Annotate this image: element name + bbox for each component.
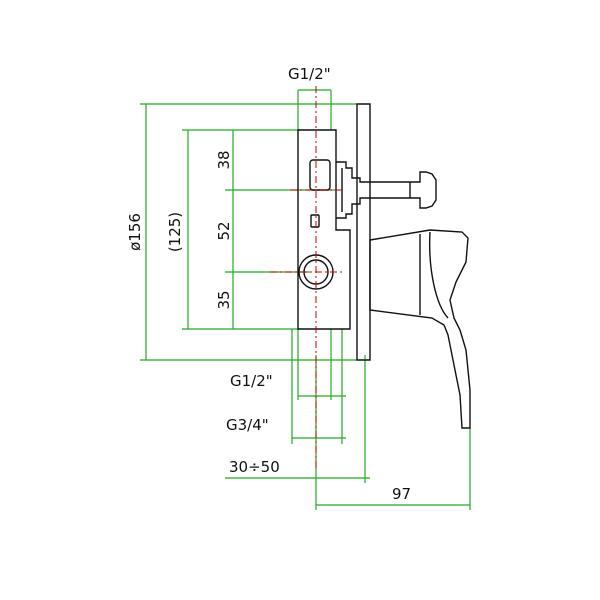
diverter-knob bbox=[336, 161, 437, 219]
label-diameter: ø156 bbox=[126, 213, 144, 251]
label-upper-spacing: 38 bbox=[215, 150, 233, 169]
label-lower-spacing: 35 bbox=[215, 290, 233, 309]
label-projection: 97 bbox=[392, 485, 411, 503]
label-depth-bracket: (125) bbox=[166, 212, 184, 252]
label-wall-range: 30÷50 bbox=[229, 458, 280, 476]
label-thread-bottom-half: G1/2" bbox=[230, 372, 273, 390]
label-middle-spacing: 52 bbox=[215, 221, 233, 240]
dimension-lines bbox=[140, 89, 471, 510]
label-thread-bottom-three-quarter: G3/4" bbox=[226, 416, 269, 434]
dimension-labels: G1/2" ø156 (125) 38 52 35 G1/2" G3/4" 30… bbox=[126, 65, 411, 503]
label-thread-top: G1/2" bbox=[288, 65, 331, 83]
mixer-lever bbox=[369, 229, 471, 429]
valve-body-outline bbox=[297, 103, 371, 361]
center-lines bbox=[270, 86, 345, 470]
